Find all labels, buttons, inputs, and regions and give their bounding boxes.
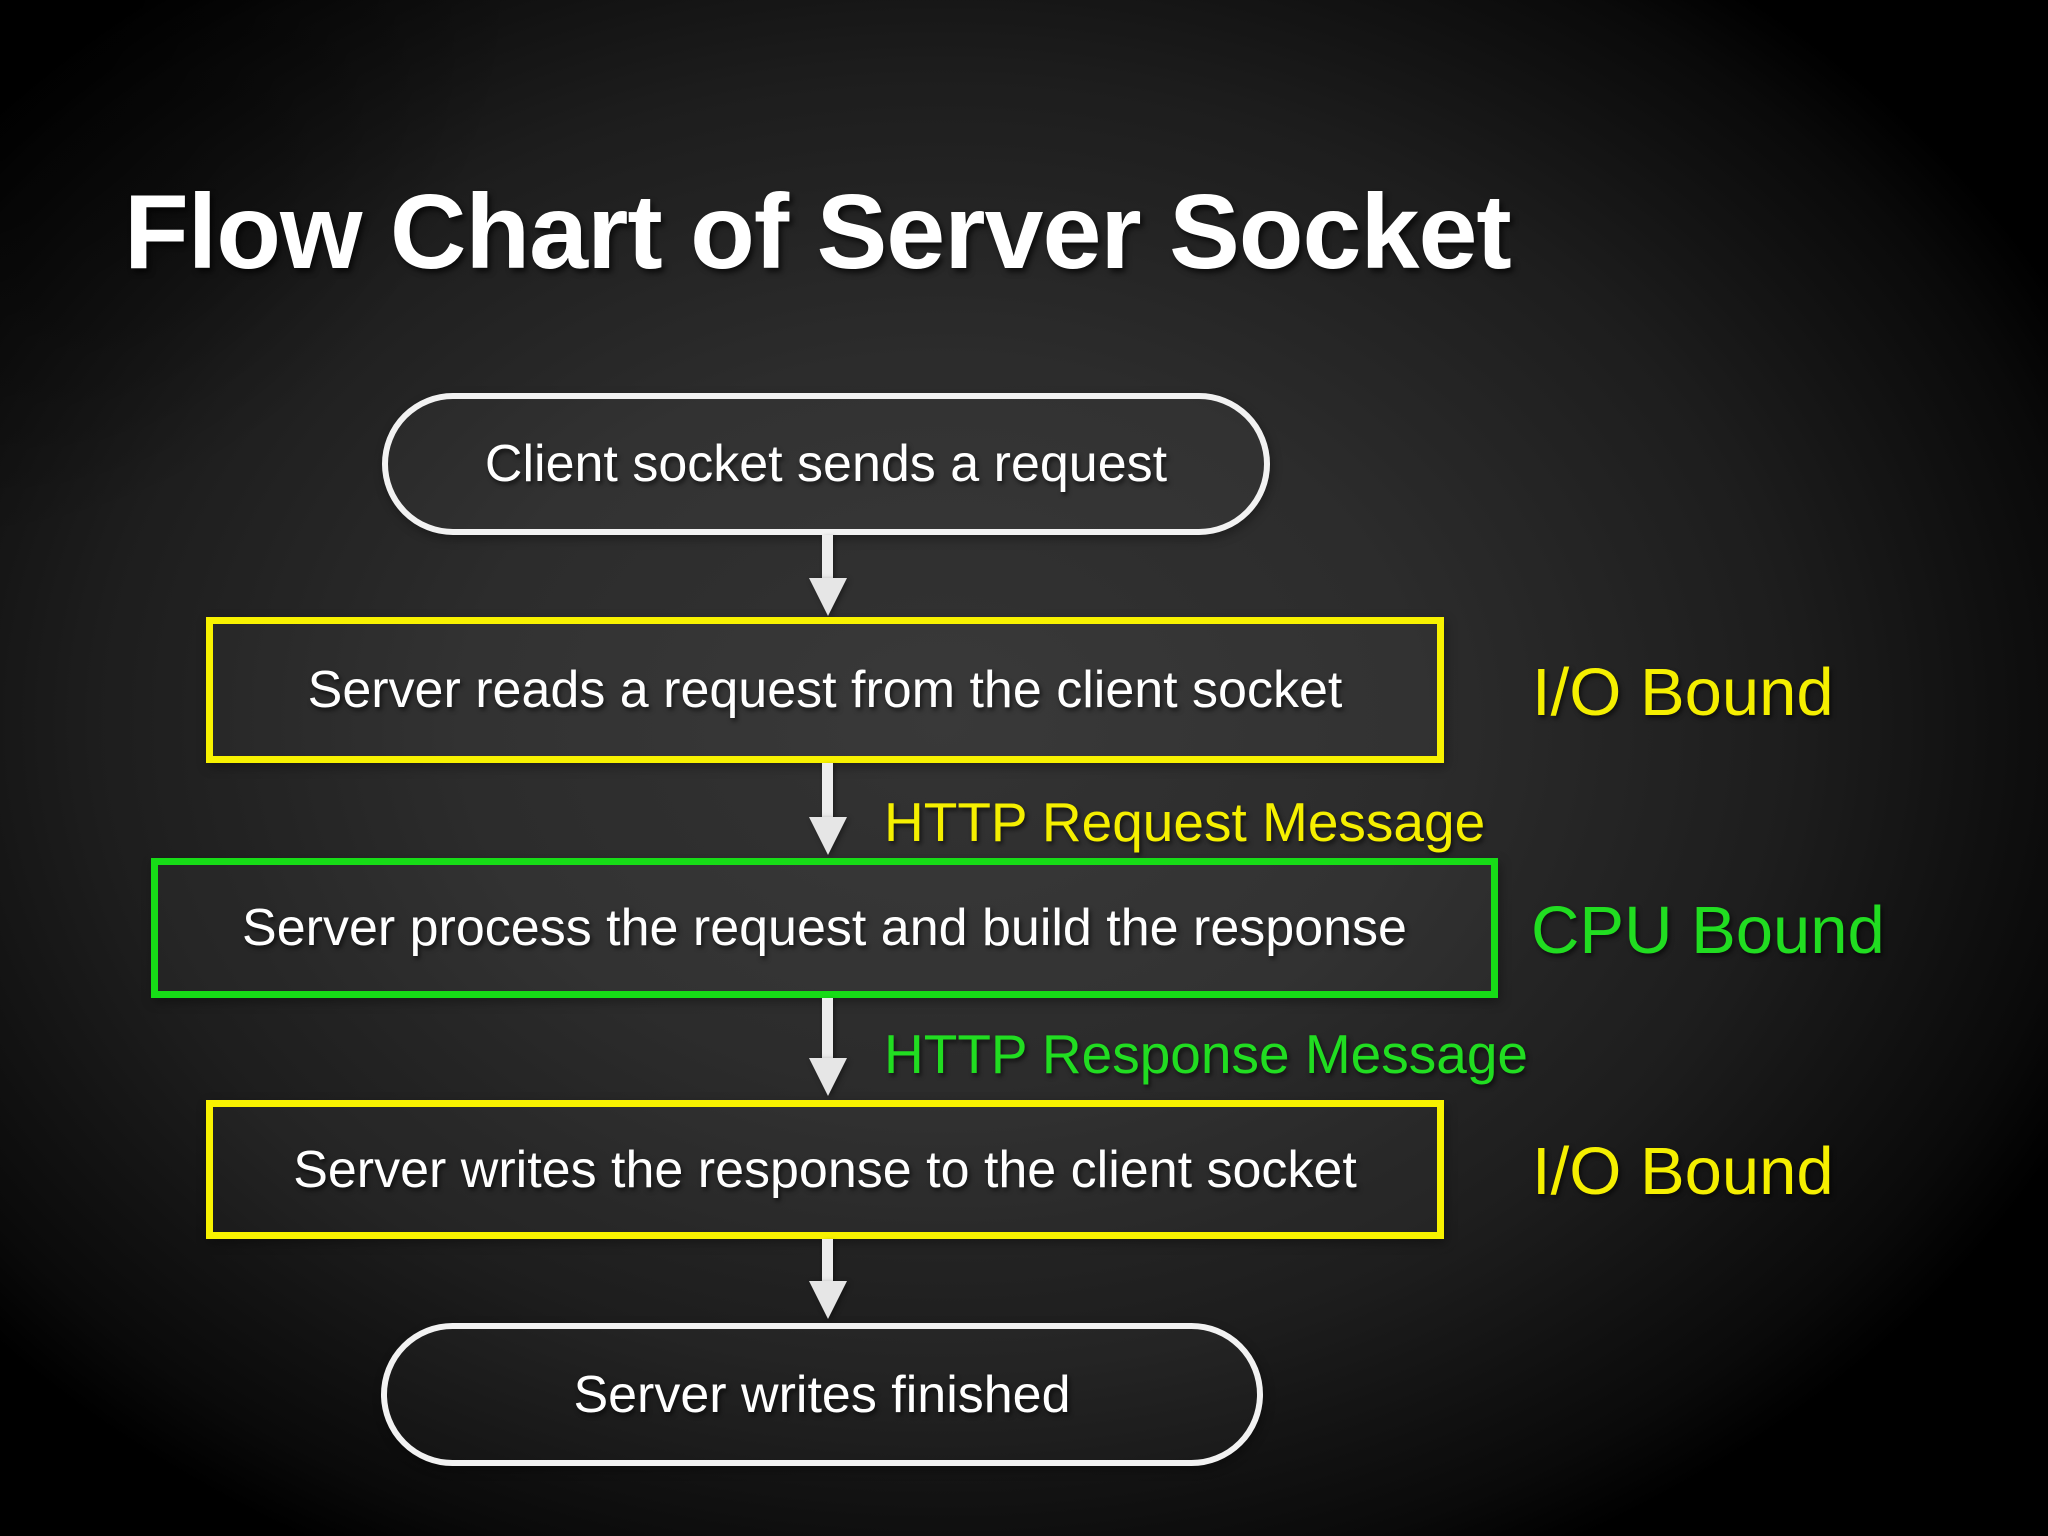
arrowhead-down-icon <box>809 817 847 855</box>
arrow-stem <box>822 1239 833 1284</box>
slide-title: Flow Chart of Server Socket <box>124 173 1512 291</box>
node-server-process-build: Server process the request and build the… <box>151 858 1498 998</box>
side-label-io-bound-1: I/O Bound <box>1532 655 1834 730</box>
arrow-stem <box>822 535 833 581</box>
arrow-stem <box>822 998 833 1061</box>
side-label-cpu-bound: CPU Bound <box>1531 893 1885 968</box>
side-label-io-bound-2: I/O Bound <box>1532 1134 1834 1209</box>
arrowhead-down-icon <box>809 1281 847 1319</box>
arrowhead-down-icon <box>809 1058 847 1096</box>
node-label: Server reads a request from the client s… <box>307 661 1343 719</box>
node-label: Client socket sends a request <box>484 435 1168 493</box>
node-server-reads-request: Server reads a request from the client s… <box>206 617 1444 763</box>
edge-label-http-request: HTTP Request Message <box>884 791 1486 853</box>
node-server-writes-finished: Server writes finished <box>381 1323 1263 1466</box>
node-label: Server writes the response to the client… <box>293 1140 1357 1199</box>
node-client-sends-request: Client socket sends a request <box>382 393 1270 535</box>
arrowhead-down-icon <box>809 578 847 616</box>
node-label: Server process the request and build the… <box>242 899 1407 957</box>
arrow-stem <box>822 763 833 820</box>
node-server-writes-response: Server writes the response to the client… <box>206 1100 1444 1239</box>
node-label: Server writes finished <box>573 1365 1071 1424</box>
edge-label-http-response: HTTP Response Message <box>884 1023 1528 1085</box>
